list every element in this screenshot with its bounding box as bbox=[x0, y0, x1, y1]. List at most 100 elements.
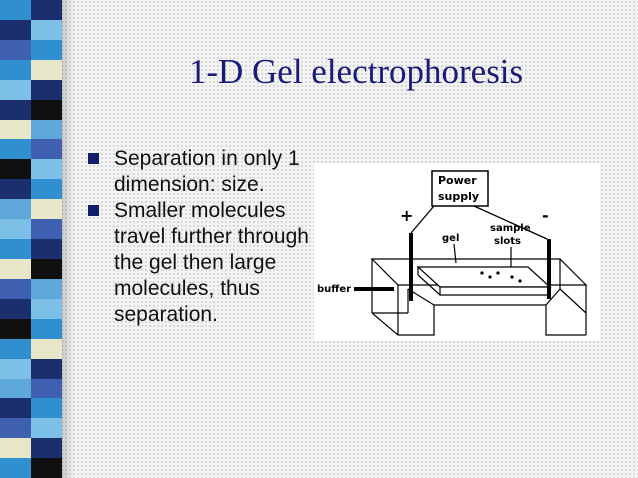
positive-wire bbox=[410, 205, 435, 234]
strip-tile bbox=[0, 39, 31, 60]
strip-tile bbox=[31, 398, 62, 419]
strip-row bbox=[0, 219, 62, 240]
positive-electrode bbox=[409, 233, 413, 301]
sample-dot bbox=[518, 279, 522, 283]
strip-row bbox=[0, 318, 62, 339]
strip-row bbox=[0, 199, 62, 220]
strip-tile bbox=[31, 378, 62, 399]
strip-row bbox=[0, 358, 62, 379]
electrophoresis-diagram: Power supply + - gel sample slots bbox=[314, 163, 600, 341]
strip-tile bbox=[0, 298, 31, 319]
square-bullet-icon bbox=[88, 153, 99, 164]
strip-tile bbox=[31, 159, 62, 180]
strip-tile bbox=[0, 79, 31, 100]
strip-tile bbox=[0, 179, 31, 200]
strip-row bbox=[0, 59, 62, 80]
strip-tile bbox=[0, 378, 31, 399]
strip-tile bbox=[0, 338, 31, 359]
strip-tile bbox=[0, 278, 31, 299]
strip-tile bbox=[31, 19, 62, 40]
side-strip-shadow bbox=[62, 0, 74, 478]
strip-tile bbox=[0, 0, 31, 20]
buffer-label: buffer bbox=[317, 284, 351, 295]
strip-row bbox=[0, 159, 62, 180]
strip-row bbox=[0, 239, 62, 259]
strip-tile bbox=[31, 318, 62, 339]
strip-tile bbox=[31, 139, 62, 160]
strip-tile bbox=[0, 258, 31, 279]
strip-tile bbox=[31, 199, 62, 220]
strip-tile bbox=[0, 139, 31, 160]
strip-row bbox=[0, 258, 62, 279]
strip-tile bbox=[31, 39, 62, 60]
strip-row bbox=[0, 39, 62, 60]
bullet-text: Separation in only 1 dimension: size. bbox=[114, 147, 300, 196]
strip-row bbox=[0, 119, 62, 140]
strip-row bbox=[0, 139, 62, 160]
strip-row bbox=[0, 79, 62, 100]
power-label-2: supply bbox=[438, 190, 479, 203]
strip-tile bbox=[31, 298, 62, 319]
minus-sign: - bbox=[542, 206, 549, 225]
bullet-list: Separation in only 1 dimension: size. Sm… bbox=[88, 146, 328, 328]
strip-row bbox=[0, 0, 62, 20]
strip-tile bbox=[31, 179, 62, 200]
strip-tile bbox=[0, 219, 31, 240]
strip-tile bbox=[31, 278, 62, 299]
strip-tile bbox=[31, 0, 62, 20]
tank-edge bbox=[545, 288, 561, 306]
strip-tile bbox=[31, 358, 62, 379]
strip-row bbox=[0, 458, 62, 478]
bullet-item: Smaller molecules travel further through… bbox=[88, 198, 328, 328]
sample-label-1: sample bbox=[490, 223, 531, 234]
strip-row bbox=[0, 378, 62, 399]
strip-tile bbox=[0, 239, 31, 259]
strip-row bbox=[0, 338, 62, 359]
gel-slab-edge bbox=[417, 274, 441, 296]
strip-tile bbox=[31, 258, 62, 279]
tank-front bbox=[371, 304, 586, 336]
decorative-side-strip bbox=[0, 0, 62, 478]
strip-tile bbox=[0, 398, 31, 419]
strip-tile bbox=[31, 438, 62, 459]
sample-label-2: slots bbox=[494, 236, 521, 247]
strip-row bbox=[0, 19, 62, 40]
gel-slab-side bbox=[439, 286, 551, 296]
strip-tile bbox=[0, 99, 31, 120]
sample-dot bbox=[488, 275, 492, 279]
strip-tile bbox=[31, 79, 62, 100]
power-supply-box bbox=[431, 170, 489, 207]
sample-dot bbox=[480, 271, 484, 275]
strip-tile bbox=[31, 239, 62, 259]
strip-tile bbox=[0, 59, 31, 80]
sample-dot bbox=[510, 275, 514, 279]
sample-dot bbox=[496, 271, 500, 275]
plus-sign: + bbox=[400, 206, 413, 225]
tank-edge bbox=[559, 288, 587, 314]
strip-tile bbox=[0, 119, 31, 140]
negative-wire bbox=[473, 205, 548, 240]
strip-tile bbox=[31, 458, 62, 478]
strip-row bbox=[0, 99, 62, 120]
diagram-svg: Power supply + - gel sample slots bbox=[317, 170, 588, 336]
strip-tile bbox=[0, 418, 31, 439]
strip-tile bbox=[0, 438, 31, 459]
strip-tile bbox=[0, 458, 31, 478]
slide-title: 1-D Gel electrophoresis bbox=[188, 52, 524, 91]
gel-slab bbox=[416, 266, 552, 288]
strip-tile bbox=[0, 159, 31, 180]
strip-tile bbox=[31, 119, 62, 140]
strip-tile bbox=[31, 219, 62, 240]
strip-row bbox=[0, 438, 62, 459]
gel-pointer bbox=[453, 243, 457, 264]
strip-tile bbox=[0, 318, 31, 339]
strip-tile bbox=[31, 418, 62, 439]
power-label-1: Power bbox=[438, 174, 477, 187]
negative-electrode bbox=[547, 239, 551, 299]
strip-row bbox=[0, 278, 62, 299]
strip-tile bbox=[0, 19, 31, 40]
strip-tile bbox=[31, 99, 62, 120]
bullet-item: Separation in only 1 dimension: size. bbox=[88, 146, 328, 198]
strip-row bbox=[0, 298, 62, 319]
bullet-text: Smaller molecules travel further through… bbox=[114, 199, 309, 326]
